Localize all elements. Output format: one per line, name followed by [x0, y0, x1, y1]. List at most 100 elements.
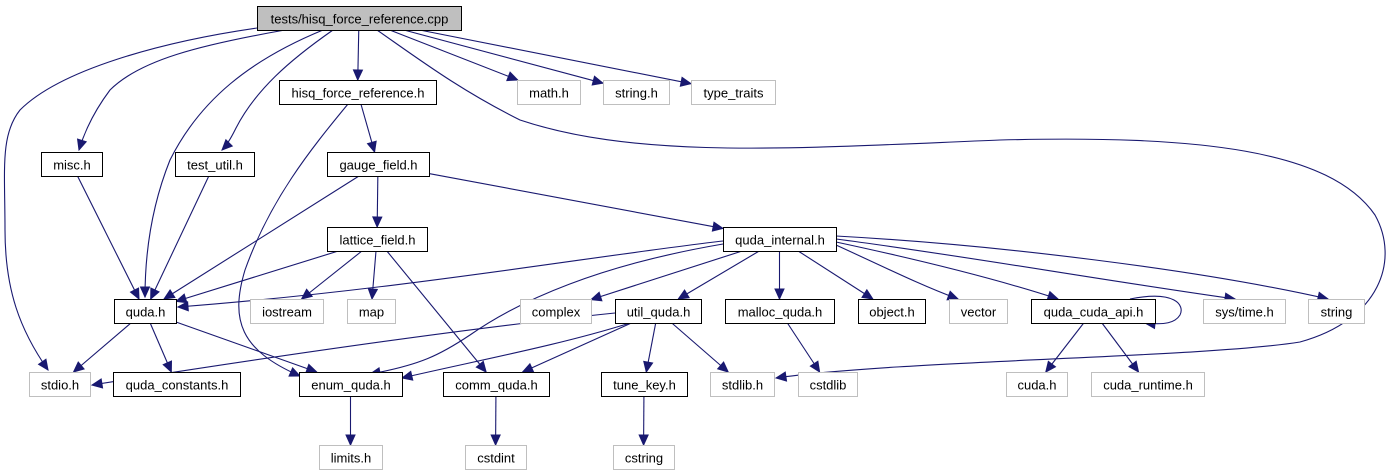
node-box — [613, 445, 675, 470]
edge-malloc_quda_h-to-cstdlib — [786, 322, 821, 374]
edge-quda_internal_h-to-malloc_quda_h — [774, 251, 785, 301]
edge-line — [369, 243, 724, 375]
node-label: quda.h — [126, 305, 166, 320]
arrowhead-icon — [475, 360, 487, 373]
node-box — [327, 227, 428, 252]
arrowhead-icon — [1046, 290, 1060, 301]
node-comm-quda-h[interactable]: comm_quda.h — [443, 372, 550, 397]
node-label: hisq_force_reference.h — [292, 86, 425, 101]
node-label: cstdint — [477, 451, 515, 466]
edge-line — [677, 250, 760, 300]
node-root[interactable]: tests/hisq_force_reference.cpp — [257, 6, 462, 31]
node-map: map — [347, 299, 396, 324]
node-quda-internal-h[interactable]: quda_internal.h — [723, 227, 837, 252]
node-hisq-force-reference-h[interactable]: hisq_force_reference.h — [279, 80, 437, 105]
node-iostream: iostream — [250, 299, 324, 324]
arrowhead-icon — [150, 287, 160, 301]
arrowhead-icon — [643, 360, 654, 374]
edge-line — [144, 29, 324, 298]
arrowhead-icon — [679, 76, 693, 87]
edge-root-to-misc_h — [76, 29, 286, 152]
node-box — [29, 372, 91, 397]
arrowhead-icon — [716, 361, 730, 373]
node-box — [319, 445, 383, 470]
node-label: map — [359, 305, 384, 320]
edge-root-to-type_traits — [419, 29, 693, 87]
node-malloc-quda-h[interactable]: malloc_quda.h — [725, 299, 835, 324]
node-label: lattice_field.h — [340, 233, 416, 248]
edge-line — [150, 175, 210, 300]
node-box — [798, 372, 858, 397]
node-label: comm_quda.h — [455, 378, 537, 393]
node-tune-key-h[interactable]: tune_key.h — [601, 372, 688, 397]
edge-line — [835, 244, 959, 300]
node-quda-constants-h[interactable]: quda_constants.h — [113, 372, 241, 397]
edge-root-to-quda_h — [139, 29, 324, 299]
arrowhead-icon — [288, 366, 302, 377]
edge-quda_internal_h-to-util_quda_h — [677, 250, 760, 300]
nodes-layer: tests/hisq_force_reference.cpp hisq_force… — [29, 6, 1365, 470]
edge-tune_key_h-to-cstring — [638, 395, 649, 447]
node-label: quda_constants.h — [126, 378, 229, 393]
node-label: stdlib.h — [722, 378, 763, 393]
arrowhead-icon — [638, 434, 649, 447]
node-sys-time-h: sys/time.h — [1203, 299, 1286, 324]
node-label: quda_cuda_api.h — [1044, 305, 1144, 320]
edge-lattice_field_h-to-quda_h — [174, 250, 339, 304]
node-box — [443, 372, 550, 397]
node-box — [615, 299, 702, 324]
node-box — [299, 372, 403, 397]
node-cuda-h: cuda.h — [1006, 372, 1068, 397]
node-box — [601, 372, 688, 397]
edge-quda_internal_h-to-quda_h — [176, 240, 724, 312]
arrowhead-icon — [774, 371, 788, 382]
node-cstring: cstring — [613, 445, 675, 470]
arrowhead-icon — [861, 288, 874, 300]
node-box — [1308, 299, 1365, 324]
arrowhead-icon — [774, 288, 785, 301]
edge-lattice_field_h-to-map — [367, 250, 379, 301]
edge-line — [376, 29, 1386, 379]
node-box — [1031, 299, 1156, 324]
node-gauge-field-h[interactable]: gauge_field.h — [327, 152, 430, 177]
node-object-h[interactable]: object.h — [858, 299, 926, 324]
edge-enum_quda_h-to-limits_h — [345, 396, 356, 447]
edge-gauge_field_h-to-lattice_field_h — [372, 175, 383, 229]
edge-line — [671, 322, 729, 373]
node-box — [347, 299, 396, 324]
node-enum-quda-h[interactable]: enum_quda.h — [299, 372, 403, 397]
arrowhead-icon — [809, 360, 821, 374]
arrowhead-icon — [366, 140, 377, 154]
edge-line — [590, 250, 743, 301]
node-misc-h[interactable]: misc.h — [41, 152, 103, 177]
arrowhead-icon — [946, 290, 960, 301]
edge-util_quda_h-to-tune_key_h — [643, 322, 657, 374]
edges-layer — [3, 27, 1386, 447]
node-quda-cuda-api-h[interactable]: quda_cuda_api.h — [1031, 299, 1156, 324]
edge-quda_cuda_api_h-to-cuda_h — [1045, 322, 1085, 373]
node-lattice-field-h[interactable]: lattice_field.h — [327, 227, 428, 252]
node-label: tests/hisq_force_reference.cpp — [271, 12, 449, 27]
edge-root-to-hisq_force_reference_h — [352, 29, 364, 82]
node-test-util-h[interactable]: test_util.h — [175, 152, 255, 177]
node-quda-h[interactable]: quda.h — [114, 299, 177, 324]
arrowhead-icon — [162, 360, 173, 374]
edge-quda_h-to-enum_quda_h — [175, 321, 318, 374]
node-box — [175, 152, 255, 177]
node-util-quda-h[interactable]: util_quda.h — [615, 299, 702, 324]
edge-gauge_field_h-to-quda_h — [162, 175, 360, 300]
node-vector: vector — [949, 299, 1008, 324]
arrowhead-icon — [372, 216, 383, 229]
node-box — [723, 227, 837, 252]
arrowhead-icon — [90, 378, 104, 389]
edge-quda_internal_h-to-quda_cuda_api_h — [835, 241, 1060, 301]
node-box — [725, 299, 835, 324]
edge-quda_h-to-stdio_h — [72, 322, 132, 373]
edge-line — [77, 175, 140, 300]
arrowhead-icon — [521, 362, 535, 373]
edge-misc_h-to-quda_h — [77, 175, 140, 301]
node-label: enum_quda.h — [311, 378, 391, 393]
node-label: misc.h — [53, 158, 91, 173]
node-box — [1203, 299, 1286, 324]
node-cstdlib: cstdlib — [798, 372, 858, 397]
